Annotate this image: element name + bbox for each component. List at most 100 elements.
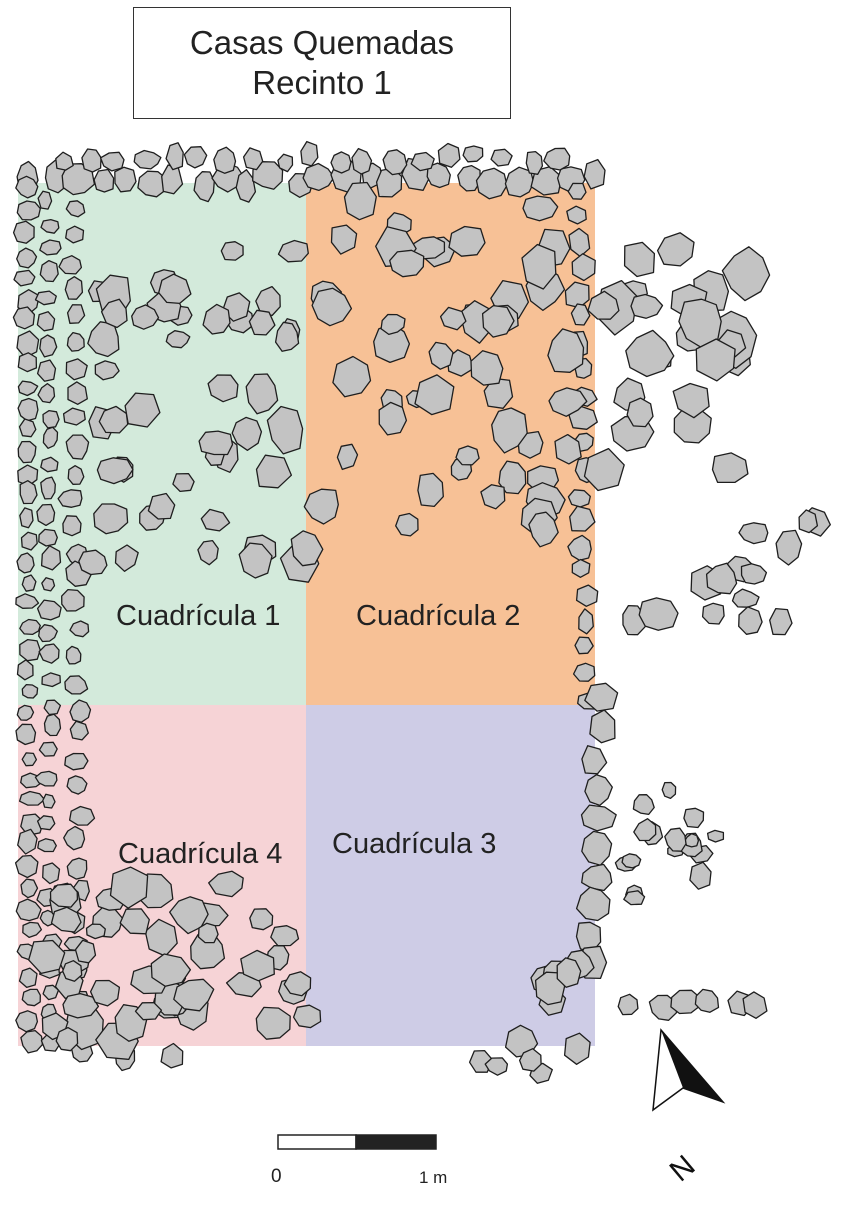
stone xyxy=(303,488,339,525)
stone xyxy=(38,624,58,643)
stone xyxy=(311,287,353,327)
stone xyxy=(521,243,557,290)
stone xyxy=(114,544,139,572)
stone xyxy=(581,745,608,775)
stone xyxy=(584,682,619,712)
stone xyxy=(16,659,34,681)
stone xyxy=(731,588,760,608)
stone xyxy=(38,528,58,547)
stone xyxy=(351,147,373,175)
stone xyxy=(173,978,215,1012)
stone xyxy=(16,247,38,269)
stone xyxy=(85,923,106,940)
stone xyxy=(41,672,61,688)
stone xyxy=(437,142,461,168)
stone xyxy=(98,405,129,434)
stone xyxy=(581,830,613,866)
stone xyxy=(343,181,377,221)
stone xyxy=(721,246,771,302)
stone xyxy=(109,866,149,909)
stone xyxy=(661,781,677,800)
stone xyxy=(19,507,34,529)
stone xyxy=(197,539,219,566)
stone xyxy=(694,988,720,1013)
stone xyxy=(583,158,606,190)
map-title: Casas Quemadas xyxy=(189,24,455,61)
stone xyxy=(240,949,275,982)
stone xyxy=(569,505,596,532)
stone xyxy=(664,827,687,852)
grid-label-2: Cuadrícula 2 xyxy=(356,600,521,632)
stone xyxy=(672,382,710,419)
stone xyxy=(428,341,454,370)
stone xyxy=(470,350,504,386)
stone xyxy=(621,853,642,869)
stone xyxy=(63,825,86,851)
stone xyxy=(574,636,594,655)
stone xyxy=(16,200,41,221)
stone xyxy=(231,416,263,451)
stone xyxy=(689,861,712,890)
stone xyxy=(382,149,408,176)
stone xyxy=(581,863,613,892)
stone xyxy=(525,150,544,175)
stone xyxy=(37,382,56,404)
stone xyxy=(57,489,83,508)
stone xyxy=(124,392,161,428)
stone xyxy=(13,269,36,287)
stone xyxy=(554,433,582,465)
stone xyxy=(277,153,294,173)
stone xyxy=(114,166,137,193)
stone xyxy=(632,794,655,816)
stone xyxy=(220,241,244,261)
stone xyxy=(481,304,515,338)
stone xyxy=(448,225,486,257)
stone xyxy=(17,828,38,855)
map-title-box: Casas Quemadas Recinto 1 xyxy=(133,7,511,119)
stone xyxy=(738,522,769,545)
stone xyxy=(39,239,62,256)
stone xyxy=(165,142,184,171)
stone xyxy=(16,552,35,574)
scale-start-label: 0 xyxy=(271,1166,282,1187)
stone xyxy=(563,1032,591,1065)
stone xyxy=(65,225,85,244)
stone xyxy=(336,443,359,471)
scale-bar-black-segment xyxy=(355,1134,437,1150)
stone xyxy=(40,476,56,500)
stone xyxy=(165,330,191,349)
stone xyxy=(625,329,675,378)
stone xyxy=(528,511,559,548)
stone xyxy=(572,662,596,682)
stone xyxy=(21,683,39,699)
stone xyxy=(28,939,66,975)
stone xyxy=(18,418,37,438)
stone xyxy=(575,886,611,922)
stone xyxy=(283,971,312,997)
stone xyxy=(587,290,620,320)
stone xyxy=(21,752,38,767)
stone xyxy=(578,608,594,635)
stone xyxy=(66,857,88,880)
stone xyxy=(21,574,37,592)
stone xyxy=(62,407,86,426)
stone xyxy=(238,542,273,579)
stone xyxy=(15,175,39,199)
stone xyxy=(518,1048,542,1072)
stone xyxy=(567,534,592,561)
stone xyxy=(158,273,192,305)
stone xyxy=(40,545,62,571)
stone xyxy=(150,953,192,987)
stone xyxy=(695,338,736,382)
stone xyxy=(39,334,58,358)
stone xyxy=(584,774,613,807)
stone xyxy=(410,151,435,172)
stone xyxy=(17,352,38,373)
stone xyxy=(36,599,62,621)
grid-label-3: Cuadrícula 3 xyxy=(332,828,497,860)
stone xyxy=(66,331,85,352)
stone xyxy=(21,988,41,1007)
stone xyxy=(42,793,56,809)
stone xyxy=(575,584,599,607)
stone xyxy=(742,991,768,1019)
